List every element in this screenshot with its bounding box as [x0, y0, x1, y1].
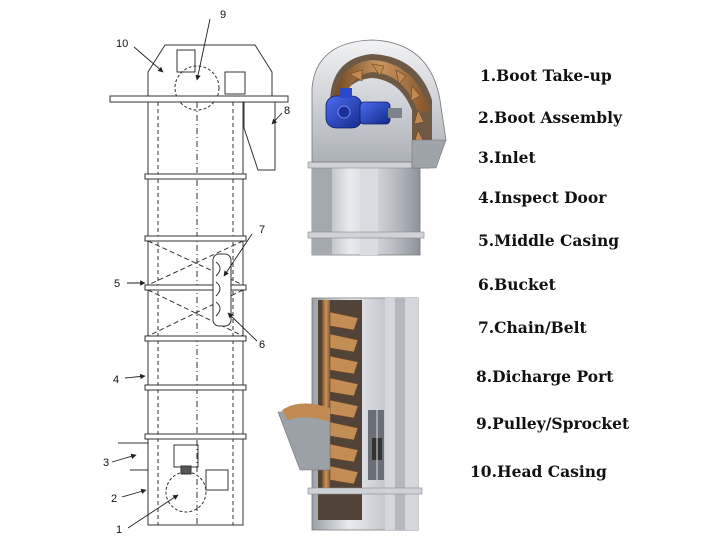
- legend-item-chain-belt: 7.Chain/Belt: [478, 318, 587, 337]
- callout-8: 8: [284, 105, 290, 117]
- callout-2: 2: [111, 493, 117, 505]
- legend-item-inlet: 3.Inlet: [478, 148, 536, 167]
- legend-item-boot-assembly: 2.Boot Assembly: [478, 108, 622, 127]
- legend-item-pulley-sprocket: 9.Pulley/Sprocket: [476, 414, 630, 433]
- head-pulley: [174, 65, 220, 111]
- head-casing-outline: [147, 44, 273, 99]
- bucket-outline: [212, 253, 232, 327]
- legend-item-inspect-door: 4.Inspect Door: [478, 188, 607, 207]
- callout-numbers: 1 2 3 4 5 6 7 8 9 10: [103, 9, 290, 536]
- callout-10: 10: [116, 38, 128, 50]
- boot-cutaway-render: [277, 297, 423, 531]
- head-cutaway-render: [307, 39, 447, 256]
- discharge-chute-outline: [243, 101, 276, 171]
- leader-lines: [111, 18, 283, 529]
- legend-item-discharge-port: 8.Dicharge Port: [476, 367, 614, 386]
- boot-outline: [147, 438, 244, 526]
- inlet-outline: [118, 442, 149, 471]
- head-panel-left: [176, 49, 196, 73]
- technical-drawing: [109, 44, 289, 526]
- legend-item-boot-take-up: 1.Boot Take-up: [480, 66, 612, 85]
- legend-item-head-casing: 10.Head Casing: [470, 462, 607, 481]
- callout-4: 4: [113, 374, 119, 386]
- callout-5: 5: [114, 278, 120, 290]
- callout-6: 6: [259, 339, 265, 351]
- callout-9: 9: [220, 9, 226, 21]
- callout-3: 3: [103, 457, 109, 469]
- legend-item-bucket: 6.Bucket: [478, 275, 556, 294]
- top-beam: [109, 95, 289, 103]
- legend-item-middle-casing: 5.Middle Casing: [478, 231, 620, 250]
- head-panel-right: [224, 71, 246, 95]
- callout-7: 7: [259, 224, 265, 236]
- callout-1: 1: [116, 524, 122, 536]
